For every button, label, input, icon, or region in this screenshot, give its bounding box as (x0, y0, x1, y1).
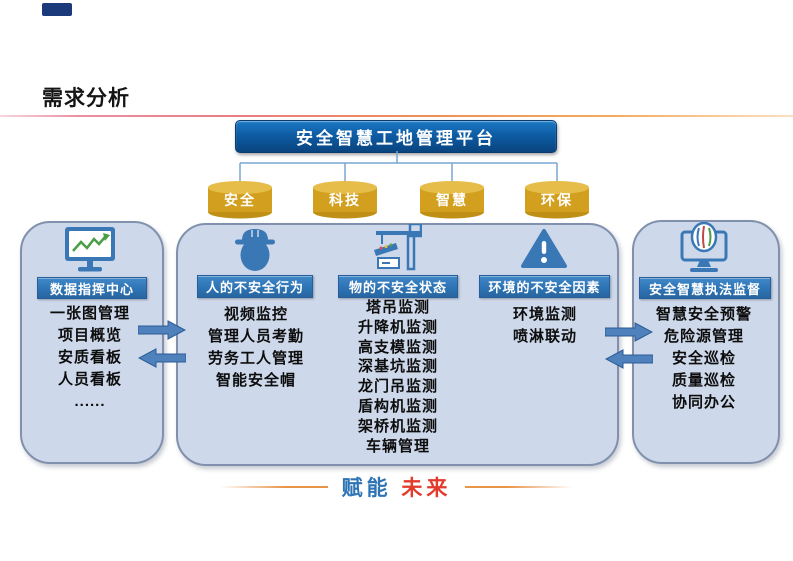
monitor-chart-icon (65, 227, 115, 272)
arrow-left-icon (138, 348, 186, 368)
cylinder-shape (208, 181, 272, 219)
list-item: 项目概览 (57, 327, 122, 344)
cylinder-shape (525, 181, 589, 219)
person-unsafe-list: 视频监控 管理人员考勤 劳务工人管理 智能安全帽 (186, 304, 326, 392)
arrow-right-icon (138, 320, 186, 340)
list-item: 管理人员考勤 (207, 328, 304, 345)
section-header-data-command: 数据指挥中心 (37, 277, 147, 299)
tagline-red-part: 未来 (401, 477, 452, 500)
pillar-label: 科技 (329, 192, 361, 208)
list-item: 喷淋联动 (512, 328, 577, 345)
list-item: 一张图管理 (49, 305, 130, 322)
list-item: 环境监测 (512, 306, 577, 323)
data-command-list: 一张图管理 项目概览 安质看板 人员看板 ...... (20, 303, 160, 413)
list-item: 智能安全帽 (215, 372, 296, 389)
pillar-technology: 科技 (312, 181, 378, 219)
environment-unsafe-list: 环境监测 喷淋联动 (470, 304, 620, 348)
platform-title: 安全智慧工地管理平台 (296, 129, 496, 148)
list-item: 安质看板 (57, 349, 122, 366)
list-item: 深基坑监测 (357, 358, 438, 376)
hard-hat-icon (235, 229, 275, 271)
section-header-person-unsafe: 人的不安全行为 (197, 275, 313, 298)
tagline-text: 赋能 未来 (342, 472, 452, 502)
pillar-label: 环保 (541, 192, 573, 208)
list-item: 智慧安全预警 (655, 306, 752, 323)
monitor-fingerprint-icon (680, 222, 728, 272)
page-title: 需求分析 (42, 87, 130, 110)
pillar-label: 智慧 (436, 192, 468, 208)
list-item: 龙门吊监测 (357, 378, 438, 396)
cylinder-shape (313, 181, 377, 219)
warning-triangle-icon (521, 229, 567, 268)
section-header-object-unsafe: 物的不安全状态 (338, 275, 458, 298)
tagline-blue-part: 赋能 (341, 477, 392, 500)
list-item: 盾构机监测 (357, 397, 438, 415)
list-item: 塔吊监测 (365, 299, 430, 316)
arrow-left-icon (605, 349, 653, 369)
list-item: 视频监控 (223, 306, 288, 323)
list-item: 车辆管理 (365, 437, 430, 455)
corner-logo (42, 3, 72, 16)
pillar-wisdom: 智慧 (419, 181, 485, 219)
list-item: 架桥机监测 (357, 417, 438, 435)
title-divider (0, 115, 793, 117)
platform-banner: 安全智慧工地管理平台 (235, 120, 557, 153)
tagline-right-rule (465, 486, 574, 488)
section-header-environment-unsafe: 环境的不安全因素 (479, 275, 610, 298)
tower-crane-icon (374, 224, 422, 271)
pillar-safety: 安全 (207, 181, 273, 219)
pillar-environment: 环保 (524, 181, 590, 219)
law-supervision-list: 智慧安全预警 危险源管理 安全巡检 质量巡检 协同办公 (634, 304, 774, 414)
pillar-label: 安全 (224, 192, 256, 208)
footer-tagline: 赋能 未来 (0, 472, 793, 502)
list-item: 劳务工人管理 (207, 350, 304, 367)
list-item: 危险源管理 (663, 328, 744, 345)
list-item: 升降机监测 (357, 318, 438, 336)
tagline-left-rule (219, 486, 328, 488)
list-item: 协同办公 (671, 394, 736, 411)
list-item: 人员看板 (57, 371, 122, 388)
list-item: 安全巡检 (671, 350, 736, 367)
arrow-right-icon (605, 322, 653, 342)
section-header-law-supervision: 安全智慧执法监督 (639, 277, 771, 299)
cylinder-shape (420, 181, 484, 219)
list-item-ellipsis: ...... (74, 393, 106, 410)
list-item: 高支模监测 (357, 338, 438, 356)
object-unsafe-list: 塔吊监测 升降机监测 高支模监测 深基坑监测 龙门吊监测 盾构机监测 架桥机监测… (336, 298, 460, 456)
list-item: 质量巡检 (671, 372, 736, 389)
